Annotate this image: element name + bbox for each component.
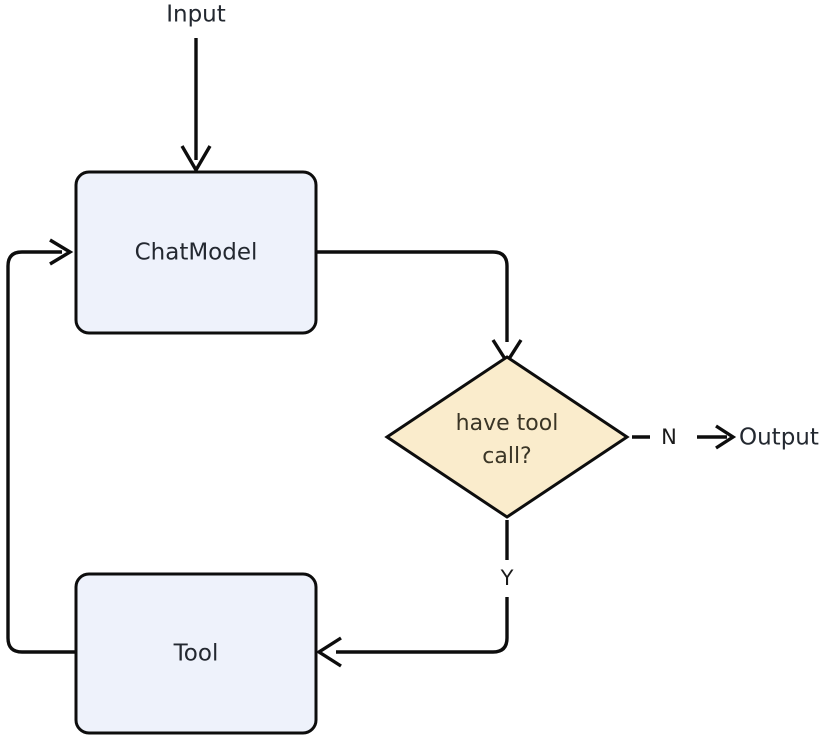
decision-label-line2: call?: [482, 444, 531, 469]
node-decision[interactable]: have tool call?: [384, 355, 630, 519]
input-label: Input: [166, 2, 226, 28]
edge-chatmodel-to-decision: [317, 250, 523, 366]
edge-chatmodel-to-decision-line: [317, 250, 509, 342]
edge-decision-to-output: N: [632, 424, 737, 450]
edge-tool-to-chatmodel: [6, 238, 75, 654]
edge-decision-to-tool: Y: [315, 520, 514, 668]
chatmodel-label: ChatModel: [135, 240, 258, 266]
edge-tool-to-chatmodel-line: [6, 250, 75, 654]
edge-input-to-chatmodel-arrowhead: [180, 145, 212, 174]
edge-input-to-chatmodel: [180, 38, 212, 174]
edge-decision-to-output-arrowhead: [715, 424, 737, 450]
node-chatmodel[interactable]: ChatModel: [74, 170, 318, 335]
edge-tool-to-chatmodel-arrowhead: [49, 238, 74, 266]
tool-label: Tool: [173, 641, 219, 667]
edge-label-n: N: [661, 425, 677, 449]
chatmodel-box[interactable]: [74, 170, 318, 335]
decision-label-line1: have tool: [456, 411, 559, 436]
edge-decision-to-tool-arrowhead: [315, 636, 342, 668]
edge-label-y: Y: [500, 566, 514, 590]
output-label: Output: [739, 425, 819, 451]
node-tool[interactable]: Tool: [74, 572, 318, 735]
edge-decision-to-tool-lower: [336, 597, 509, 654]
tool-box[interactable]: [74, 572, 318, 735]
decision-diamond[interactable]: [384, 355, 630, 519]
